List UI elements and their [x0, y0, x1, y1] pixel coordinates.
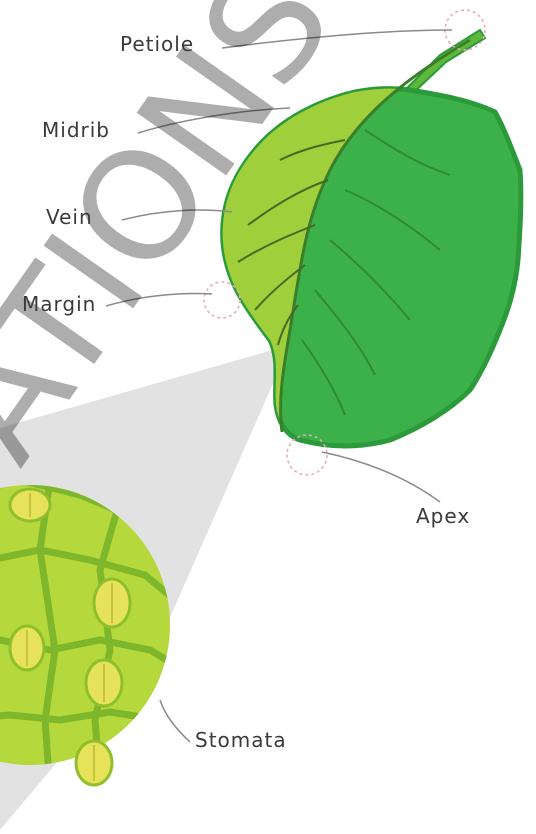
margin-highlight [204, 282, 240, 318]
label-vein: Vein [46, 205, 93, 229]
petiole [405, 30, 485, 94]
label-margin: Margin [22, 292, 96, 316]
stomata-leader [160, 700, 190, 742]
label-apex: Apex [416, 504, 470, 528]
label-petiole: Petiole [120, 32, 194, 56]
label-midrib: Midrib [42, 118, 110, 142]
apex-leader [322, 452, 440, 502]
label-stomata: Stomata [195, 728, 287, 752]
